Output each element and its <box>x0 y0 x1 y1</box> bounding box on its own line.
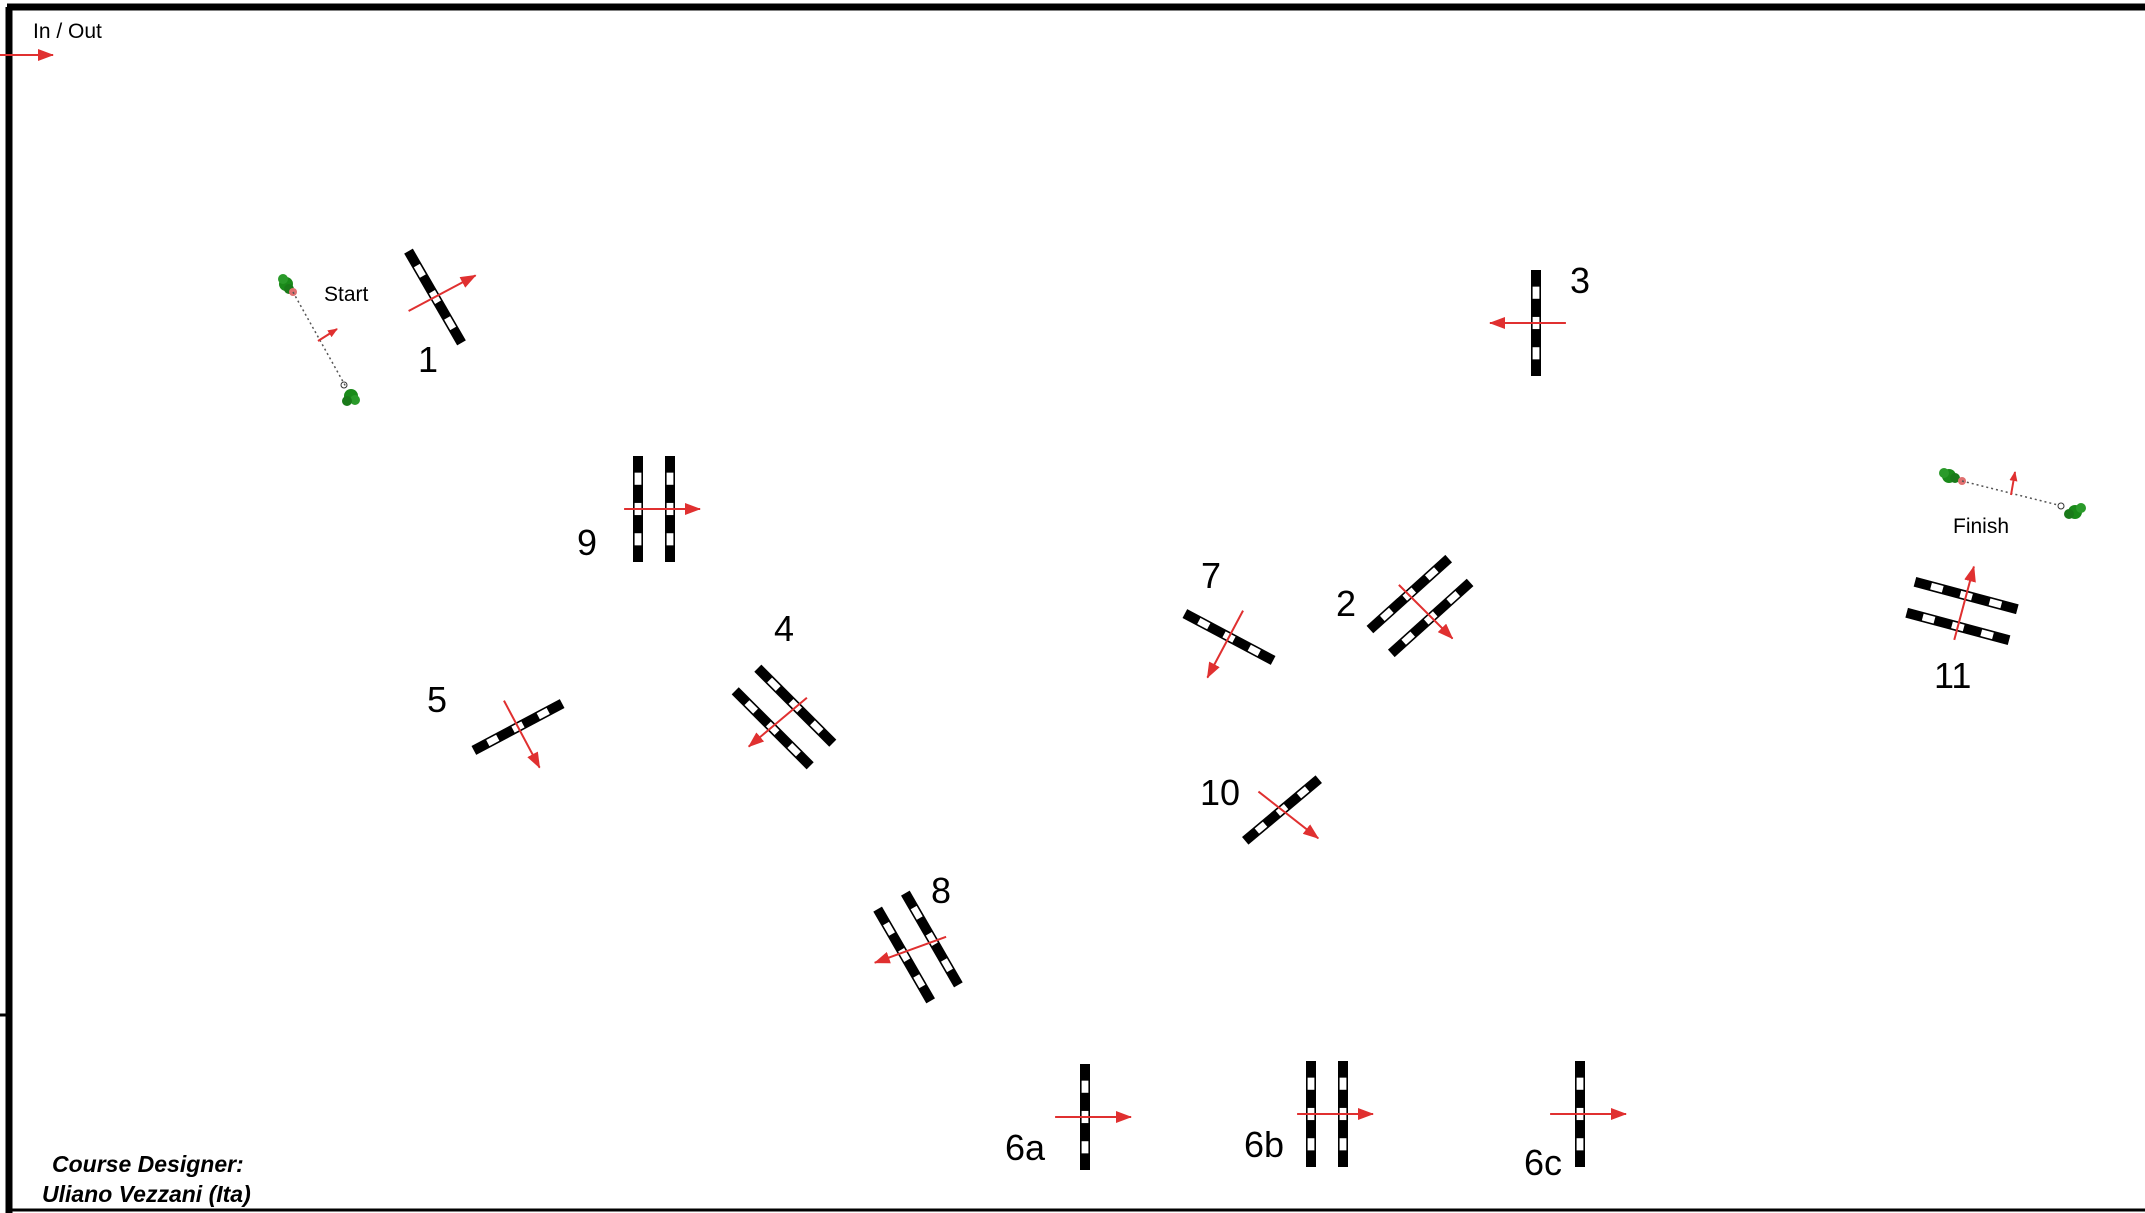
flower-pot-icon <box>340 381 360 406</box>
jump-direction-arrow-icon <box>873 935 947 964</box>
obstacle-6a: 6a <box>1005 1064 1132 1170</box>
jump-direction-arrow-icon <box>1398 584 1454 640</box>
obstacle-label: 6c <box>1524 1142 1562 1183</box>
flower-pot-icon <box>2057 502 2086 519</box>
finish-label: Finish <box>1953 515 2009 538</box>
obstacle-7: 7 <box>1182 555 1276 679</box>
obstacle-rail <box>731 687 814 770</box>
obstacle-11: 11 <box>1905 565 2019 696</box>
obstacle-9: 9 <box>577 456 701 563</box>
obstacle-rail <box>873 906 935 1004</box>
obstacle-rail <box>901 890 963 988</box>
obstacle-1: 1 <box>404 248 477 380</box>
obstacle-label: 4 <box>774 608 794 649</box>
obstacle-label: 6b <box>1244 1124 1284 1165</box>
obstacle-rail <box>754 664 837 747</box>
start-direction-arrow-icon <box>317 328 338 342</box>
start-dotted-line <box>292 291 347 388</box>
obstacle-label: 6a <box>1005 1127 1046 1168</box>
start-label: Start <box>324 283 369 306</box>
obstacle-label: 11 <box>1934 655 1971 696</box>
flower-pot-icon <box>1939 468 1966 485</box>
in-out-gate: In / Out <box>0 20 102 61</box>
obstacle-3: 3 <box>1489 260 1590 376</box>
obstacle-label: 1 <box>418 339 438 380</box>
jump-direction-arrow-icon <box>747 697 808 748</box>
jump-direction-arrow-icon <box>1206 610 1244 679</box>
obstacles: 1 2 3 4 5 6a 6b 6c 7 8 9 10 11 <box>404 248 2019 1183</box>
course-designer-credit: Course Designer: Uliano Vezzani (Ita) <box>42 1151 251 1207</box>
obstacle-8: 8 <box>873 870 963 1004</box>
designer-title: Course Designer: <box>52 1151 244 1177</box>
start-line: Start <box>278 274 369 406</box>
obstacle-label: 2 <box>1336 583 1356 624</box>
jump-direction-arrow-icon <box>503 700 541 769</box>
jump-direction-arrow-icon <box>1953 565 1976 641</box>
obstacle-6b: 6b <box>1244 1061 1374 1167</box>
obstacle-10: 10 <box>1200 772 1322 845</box>
arena-border <box>0 3 2145 1213</box>
jump-direction-arrow-icon <box>408 274 477 312</box>
jump-direction-arrow-icon <box>1257 790 1320 840</box>
obstacle-label: 10 <box>1200 772 1240 813</box>
obstacle-4: 4 <box>731 608 837 770</box>
in-out-label: In / Out <box>33 20 102 43</box>
finish-direction-arrow-icon <box>2009 471 2018 496</box>
obstacle-label: 7 <box>1201 555 1221 596</box>
obstacle-2: 2 <box>1336 554 1474 658</box>
finish-dotted-line <box>1961 480 2059 506</box>
designer-name: Uliano Vezzani (Ita) <box>42 1181 251 1207</box>
obstacle-label: 8 <box>931 870 951 911</box>
obstacle-label: 9 <box>577 522 597 563</box>
obstacle-label: 5 <box>427 679 447 720</box>
obstacle-5: 5 <box>427 679 565 769</box>
obstacle-label: 3 <box>1570 260 1590 301</box>
finish-line: Finish <box>1939 468 2086 538</box>
obstacle-6c: 6c <box>1524 1061 1627 1183</box>
